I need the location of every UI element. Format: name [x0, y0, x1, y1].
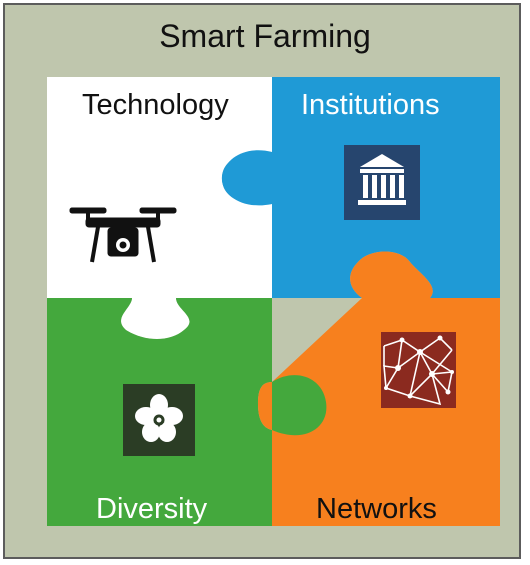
drone-icon	[69, 207, 177, 263]
institution-building-icon	[344, 145, 420, 220]
label-technology: Technology	[82, 89, 229, 121]
label-networks: Networks	[316, 493, 437, 525]
network-icon	[381, 332, 456, 408]
puzzle-knob-institutions	[221, 150, 272, 206]
puzzle-piece-networks	[258, 251, 500, 526]
diagram-title: Smart Farming	[159, 18, 371, 54]
flower-icon	[123, 384, 195, 456]
puzzle-knob-diversity	[272, 375, 327, 436]
label-institutions: Institutions	[301, 89, 440, 121]
label-diversity: Diversity	[96, 493, 208, 525]
